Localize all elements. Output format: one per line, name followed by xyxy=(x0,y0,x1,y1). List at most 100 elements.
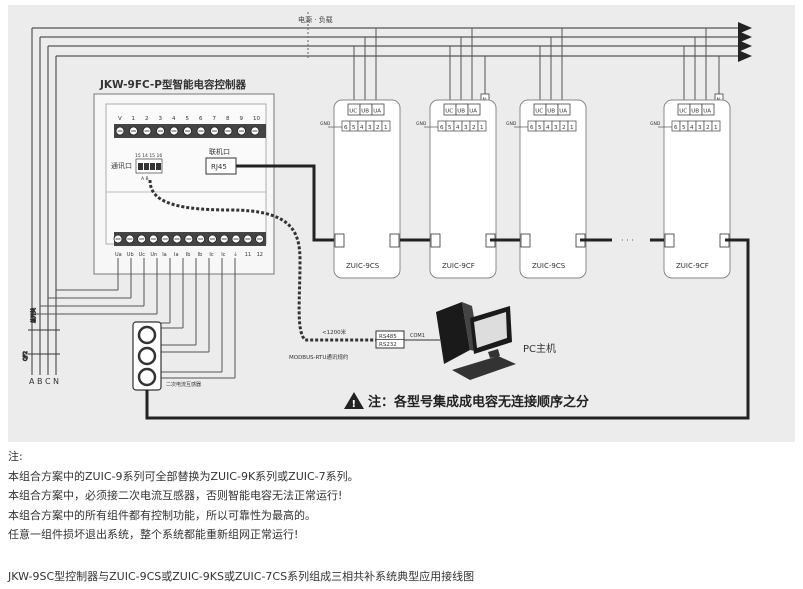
capacitor-phase-label: UC xyxy=(445,109,453,115)
capacitor-phase-terminal xyxy=(557,103,571,116)
top-terminal-label: 9 xyxy=(240,116,244,122)
breaker-qf2-label: QF2 xyxy=(23,351,29,361)
capacitor-pin-label: 1 xyxy=(570,125,574,131)
notes-title: 注: xyxy=(8,450,23,463)
bottom-terminal-label: Ia xyxy=(162,252,167,258)
controller-title: JKW-9FC-P型智能电容控制器 xyxy=(99,78,246,91)
capacitor-pin-label: 1 xyxy=(480,125,484,131)
comm-pin-numbers: 15 14 15 16 xyxy=(135,153,162,159)
gnd-label: GND xyxy=(650,121,661,127)
capacitor-body xyxy=(333,99,401,279)
capacitor-model: ZUIC-9CF xyxy=(676,262,709,270)
warning: ! 注：各型号集成成电容无连接顺序之分 xyxy=(344,392,589,410)
capacitor-phase-label: UC xyxy=(535,109,543,115)
capacitor-phase-terminal xyxy=(467,103,481,116)
bottom-terminal-label: Ib xyxy=(186,252,191,258)
top-terminal-label: 5 xyxy=(186,116,190,122)
bottom-terminal-label: Ub xyxy=(127,252,134,258)
capacitor-phase-label: UB xyxy=(547,109,555,115)
bottom-terminal-label: Un xyxy=(150,252,157,258)
phase-n: N xyxy=(53,377,59,386)
capacitor-pin-label: 5 xyxy=(352,125,356,131)
bottom-terminal-label: 11 xyxy=(245,252,251,258)
controller-signal-wires xyxy=(32,258,236,379)
bottom-terminal-label: Uc xyxy=(139,252,146,258)
top-terminal-label: 8 xyxy=(226,116,230,122)
pc-label: PC主机 xyxy=(523,342,556,355)
top-terminal-label: 2 xyxy=(145,116,149,122)
capacitor-phase-label: UB xyxy=(691,109,699,115)
capacitor-model: ZUIC-9CS xyxy=(346,262,380,270)
warning-text: 注：各型号集成成电容无连接顺序之分 xyxy=(368,394,589,410)
capacitor-phase-label: UA xyxy=(559,109,567,115)
top-label: 电源 · 负载 xyxy=(298,15,333,24)
capacitor-phase-label: UB xyxy=(361,109,369,115)
capacitor-phase-label: UC xyxy=(679,109,687,115)
comm-port-label: 通讯口 xyxy=(111,161,132,170)
phase-c: C xyxy=(45,377,51,386)
capacitor-pin-label: 4 xyxy=(360,125,364,131)
capacitor-phase-label: UB xyxy=(457,109,465,115)
gnd-label: GND xyxy=(320,121,331,127)
capacitor-pin-label: 6 xyxy=(344,125,348,131)
capacitor-pin-label: 5 xyxy=(448,125,452,131)
breakers: 总开关 QF2 xyxy=(23,307,60,362)
capacitor-phase-label: UC xyxy=(349,109,357,115)
capacitor-body xyxy=(663,99,731,279)
capacitor-pin-label: 2 xyxy=(706,125,710,131)
capacitor-pin xyxy=(567,120,577,132)
capacitor-pin-label: 3 xyxy=(698,125,702,131)
capacitor-pin-label: 5 xyxy=(538,125,542,131)
capacitor-comm-port-left xyxy=(430,233,441,248)
protocol-label: MODBUS-RTU通讯规约 xyxy=(289,353,349,361)
bus-lines xyxy=(31,12,742,375)
capacitor-pin-label: 2 xyxy=(562,125,566,131)
top-terminal-label: 4 xyxy=(172,116,176,122)
capacitor-pin-label: 4 xyxy=(690,125,694,131)
svg-text:!: ! xyxy=(352,399,357,410)
capacitor-pin-label: 2 xyxy=(376,125,380,131)
notes-line: 本组合方案中的所有组件都有控制功能，所以可靠性为最高的。 xyxy=(8,508,316,522)
capacitor-comm-port-right xyxy=(389,233,400,248)
capacitor-modules: UCUBUA654321GNDZUIC-9CSNUCUBUA654321GNDZ… xyxy=(320,28,731,279)
ellipsis: · · · xyxy=(621,236,634,245)
capacitor-pin-label: 3 xyxy=(368,125,372,131)
top-terminal-label: 3 xyxy=(159,116,163,122)
comm-pin-letters: A B xyxy=(141,176,149,182)
bottom-terminal-label: 12 xyxy=(257,252,263,258)
capacitor-pin-label: 3 xyxy=(464,125,468,131)
capacitor-pin xyxy=(381,120,391,132)
capacitor-pin-label: 2 xyxy=(472,125,476,131)
comm-port-pins xyxy=(138,163,161,170)
capacitor-pin-label: 5 xyxy=(682,125,686,131)
capacitor-model: ZUIC-9CF xyxy=(442,262,475,270)
top-terminal-label: 7 xyxy=(213,116,217,122)
bottom-terminal-label: Ia xyxy=(174,252,179,258)
gnd-label: GND xyxy=(506,121,517,127)
capacitor-pin-label: 3 xyxy=(554,125,558,131)
caption: JKW-9SC型控制器与ZUIC-9CS或ZUIC-9KS或ZUIC-7CS系列… xyxy=(8,570,475,583)
notes-line: 本组合方案中的ZUIC-9系列可全部替换为ZUIC-9K系列或ZUIC-7系列。 xyxy=(8,469,359,483)
bottom-terminal-label: Ua xyxy=(115,252,122,258)
link-port-label: 联机口 xyxy=(209,147,230,156)
capacitor-phase-label: UA xyxy=(469,109,477,115)
capacitor-pin xyxy=(711,120,721,132)
capacitor-pin-label: 6 xyxy=(440,125,444,131)
capacitor-pin-label: 6 xyxy=(530,125,534,131)
bottom-terminal-label: Ib xyxy=(198,252,203,258)
capacitor-comm-port-left xyxy=(520,233,531,248)
notes-line: 本组合方案中，必须接二次电流互感器，否则智能电容无法正常运行! xyxy=(8,489,343,502)
capacitor-pin xyxy=(477,120,487,132)
capacitor-body xyxy=(429,99,497,279)
capacitor-pin-label: 1 xyxy=(714,125,718,131)
current-transformer: 二次电流互感器 xyxy=(132,321,201,391)
notes: 注: 本组合方案中的ZUIC-9系列可全部替换为ZUIC-9K系列或ZUIC-7… xyxy=(8,447,788,545)
rs485-converter: RS485 RS232 COM1 <1200米 MODBUS-RTU通讯规约 xyxy=(289,328,440,361)
top-terminal-label: V xyxy=(118,116,122,122)
phase-a: A xyxy=(29,377,35,386)
